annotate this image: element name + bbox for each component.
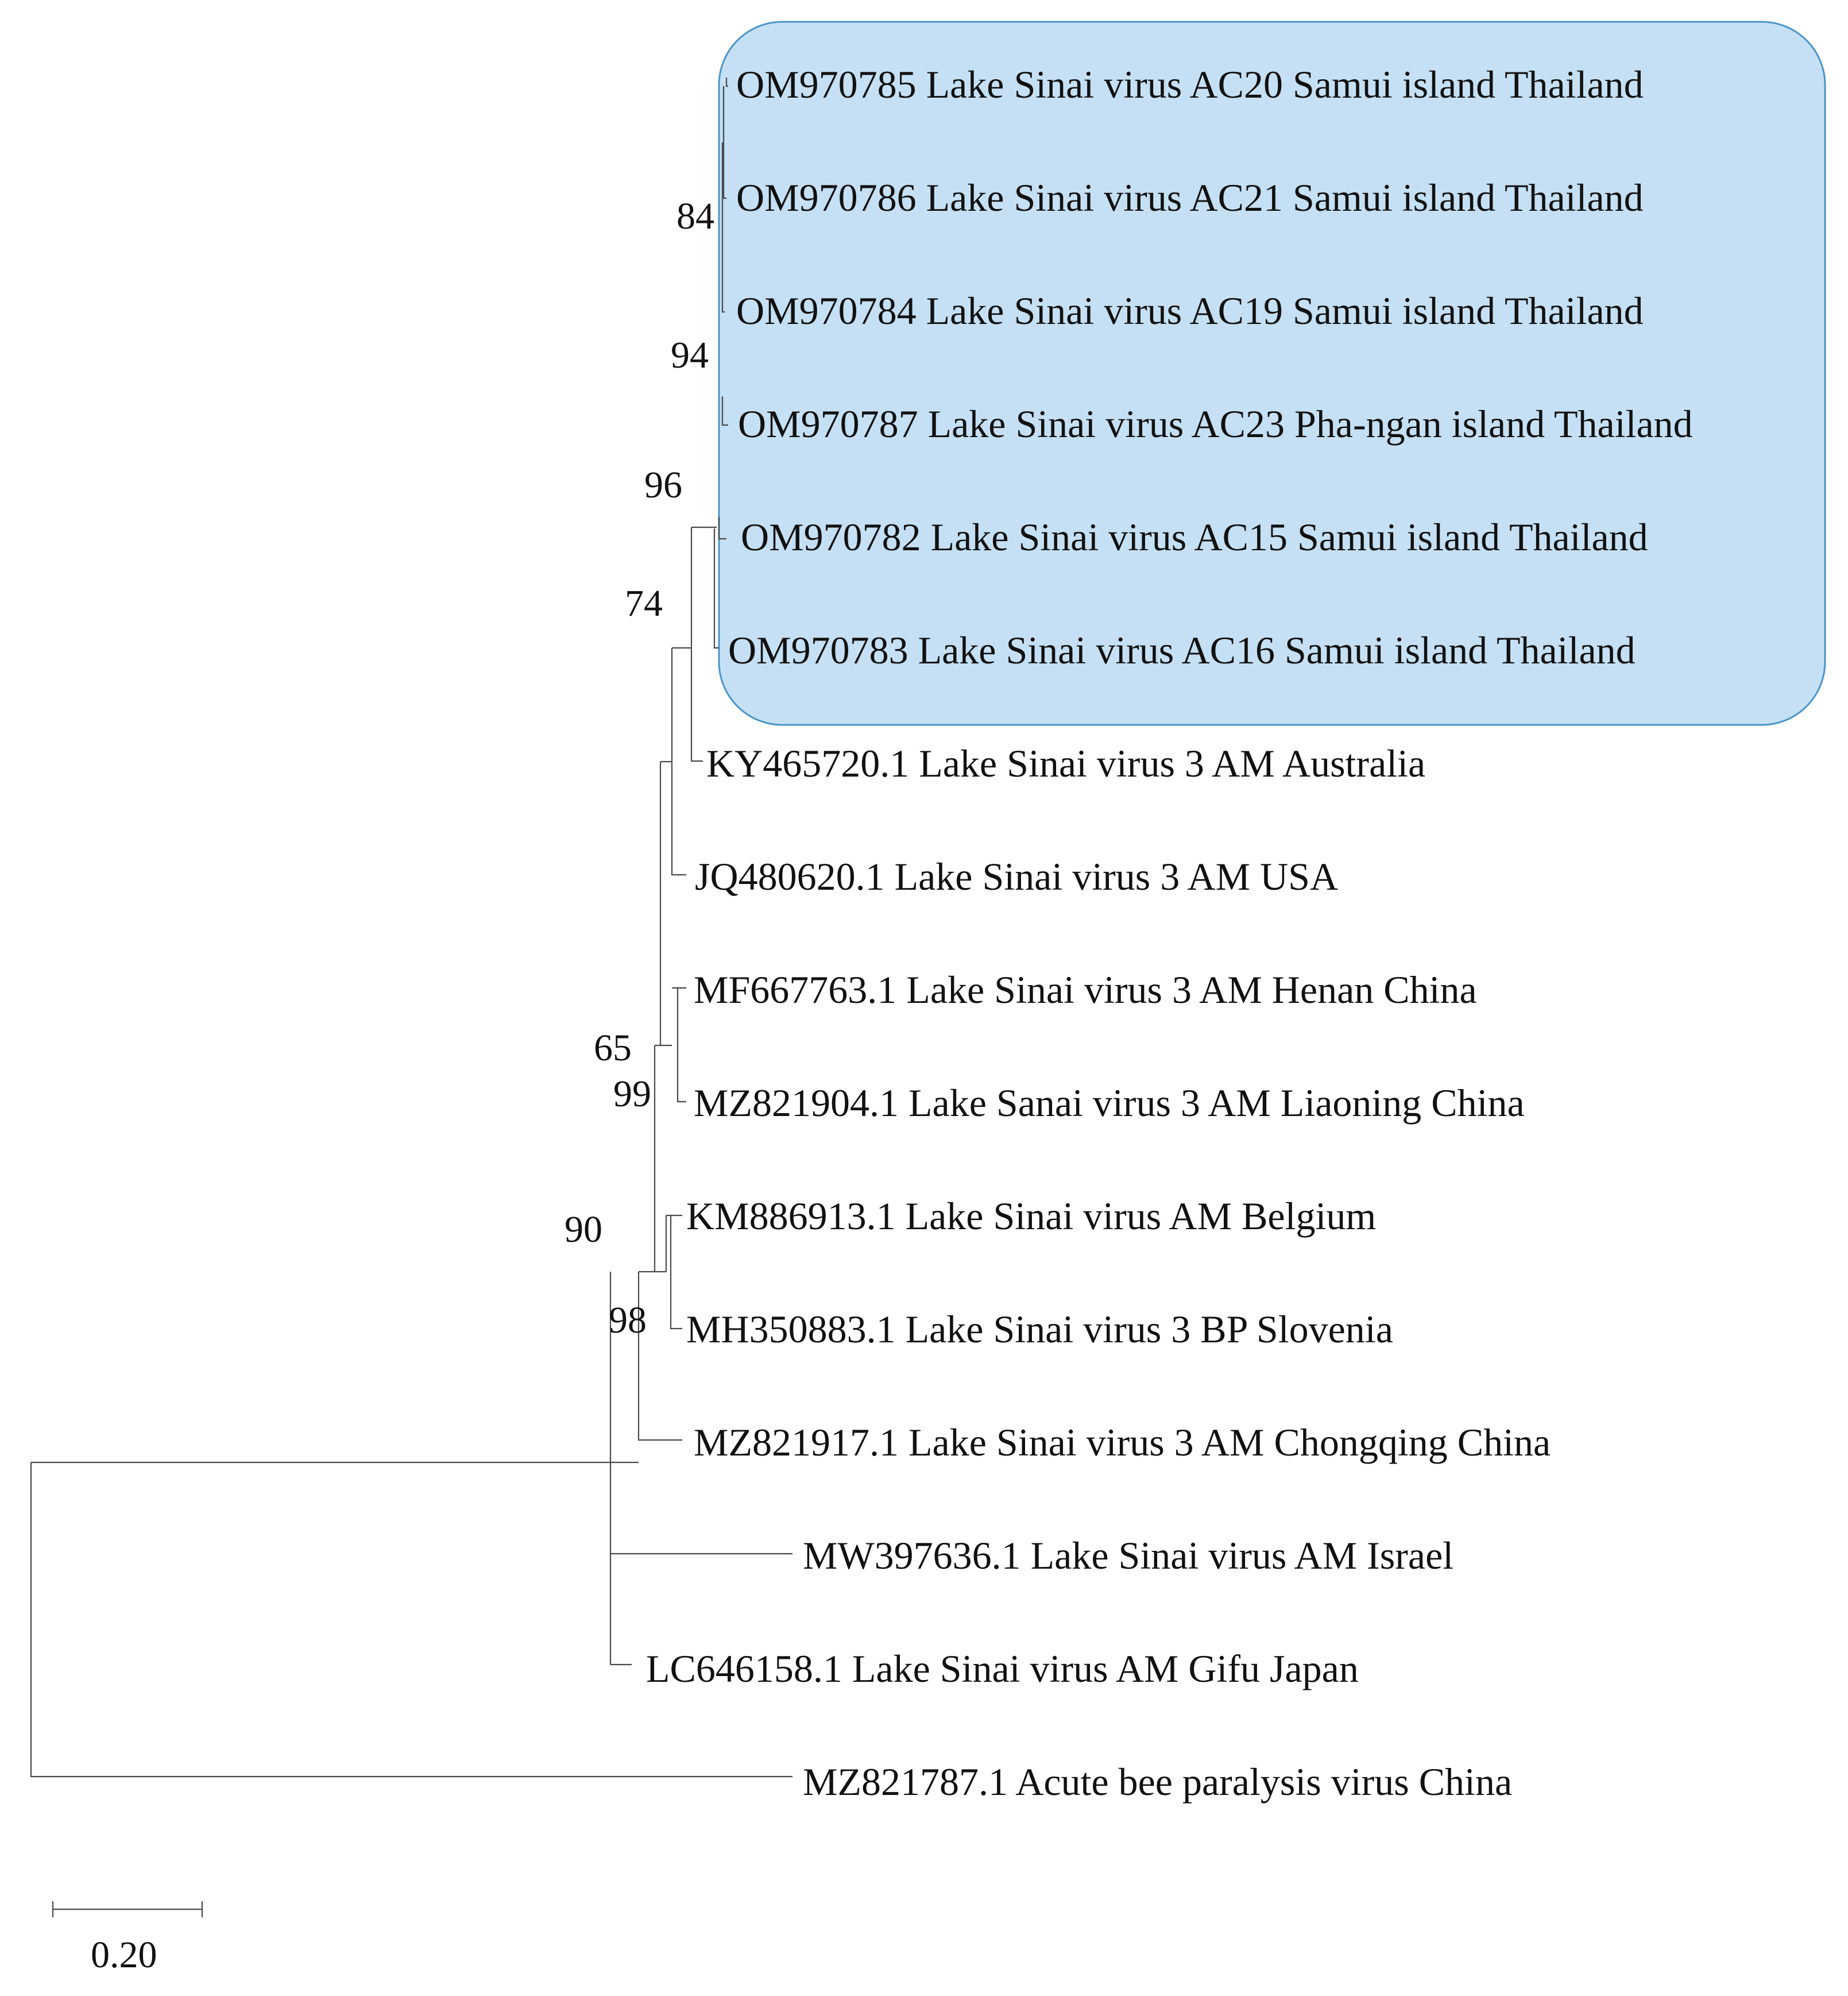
- branch-om970783: [713, 528, 719, 649]
- leaf-label: MZ821917.1 Lake Sinai virus 3 AM Chongqi…: [694, 1420, 1551, 1464]
- node-90: [609, 1272, 792, 1666]
- branch-om970785: [725, 78, 728, 87]
- thailand-clade-highlight: [718, 21, 1826, 726]
- leaf-label: LC646158.1 Lake Sinai virus AM Gifu Japa…: [646, 1647, 1359, 1690]
- node-chongqing: [637, 1271, 682, 1441]
- scale-bar-line: [52, 1901, 203, 1917]
- bootstrap-value: 90: [565, 1209, 602, 1250]
- scale-bar-label: 0.20: [91, 1934, 157, 1976]
- leaf-label: OM970783 Lake Sinai virus AC16 Samui isl…: [728, 628, 1636, 672]
- support-values: 84 94 96 74 65 99 90 98: [565, 195, 714, 1341]
- node-74: [671, 647, 691, 876]
- leaf-label: MW397636.1 Lake Sinai virus AM Israel: [803, 1534, 1453, 1577]
- node-96: [690, 526, 717, 762]
- leaf-label: MH350883.1 Lake Sinai virus 3 BP Sloveni…: [686, 1307, 1393, 1351]
- leaf-label: KM886913.1 Lake Sinai virus AM Belgium: [686, 1194, 1376, 1238]
- leaf-label: JQ480620.1 Lake Sinai virus 3 AM USA: [695, 855, 1338, 898]
- branch-om970782: [718, 517, 726, 540]
- bootstrap-value: 65: [594, 1027, 632, 1069]
- bootstrap-value: 96: [644, 464, 682, 506]
- bootstrap-value: 98: [609, 1299, 647, 1341]
- node-98: [654, 1044, 667, 1273]
- leaf-label: MF667763.1 Lake Sinai virus 3 AM Henan C…: [694, 968, 1477, 1011]
- leaf-labels: OM970785 Lake Sinai virus AC20 Samui isl…: [646, 63, 1693, 1804]
- root: [30, 1461, 792, 1778]
- leaf-label: OM970786 Lake Sinai virus AC21 Samui isl…: [736, 176, 1644, 219]
- scale-bar: 0.20: [52, 1901, 203, 1976]
- bootstrap-value: 94: [671, 334, 709, 376]
- leaf-label: MZ821787.1 Acute bee paralysis virus Chi…: [803, 1760, 1512, 1804]
- node-99: [672, 987, 686, 1103]
- tree-branches: [30, 78, 792, 1778]
- branch-om970784: [721, 142, 725, 313]
- bootstrap-value: 84: [676, 195, 714, 237]
- leaf-label: OM970785 Lake Sinai virus AC20 Samui isl…: [736, 63, 1644, 106]
- bootstrap-value: 74: [625, 582, 663, 624]
- bootstrap-value: 99: [613, 1073, 651, 1115]
- branch-om970787: [721, 396, 728, 426]
- leaf-label: OM970787 Lake Sinai virus AC23 Pha-ngan …: [738, 402, 1693, 446]
- leaf-label: KY465720.1 Lake Sinai virus 3 AM Austral…: [706, 742, 1425, 785]
- node-65: [659, 760, 672, 1047]
- leaf-label: MZ821904.1 Lake Sanai virus 3 AM Liaonin…: [694, 1081, 1525, 1125]
- leaf-label: OM970784 Lake Sinai virus AC19 Samui isl…: [736, 289, 1644, 333]
- node-98-pair: [666, 1214, 682, 1330]
- leaf-label: OM970782 Lake Sinai virus AC15 Samui isl…: [741, 515, 1648, 559]
